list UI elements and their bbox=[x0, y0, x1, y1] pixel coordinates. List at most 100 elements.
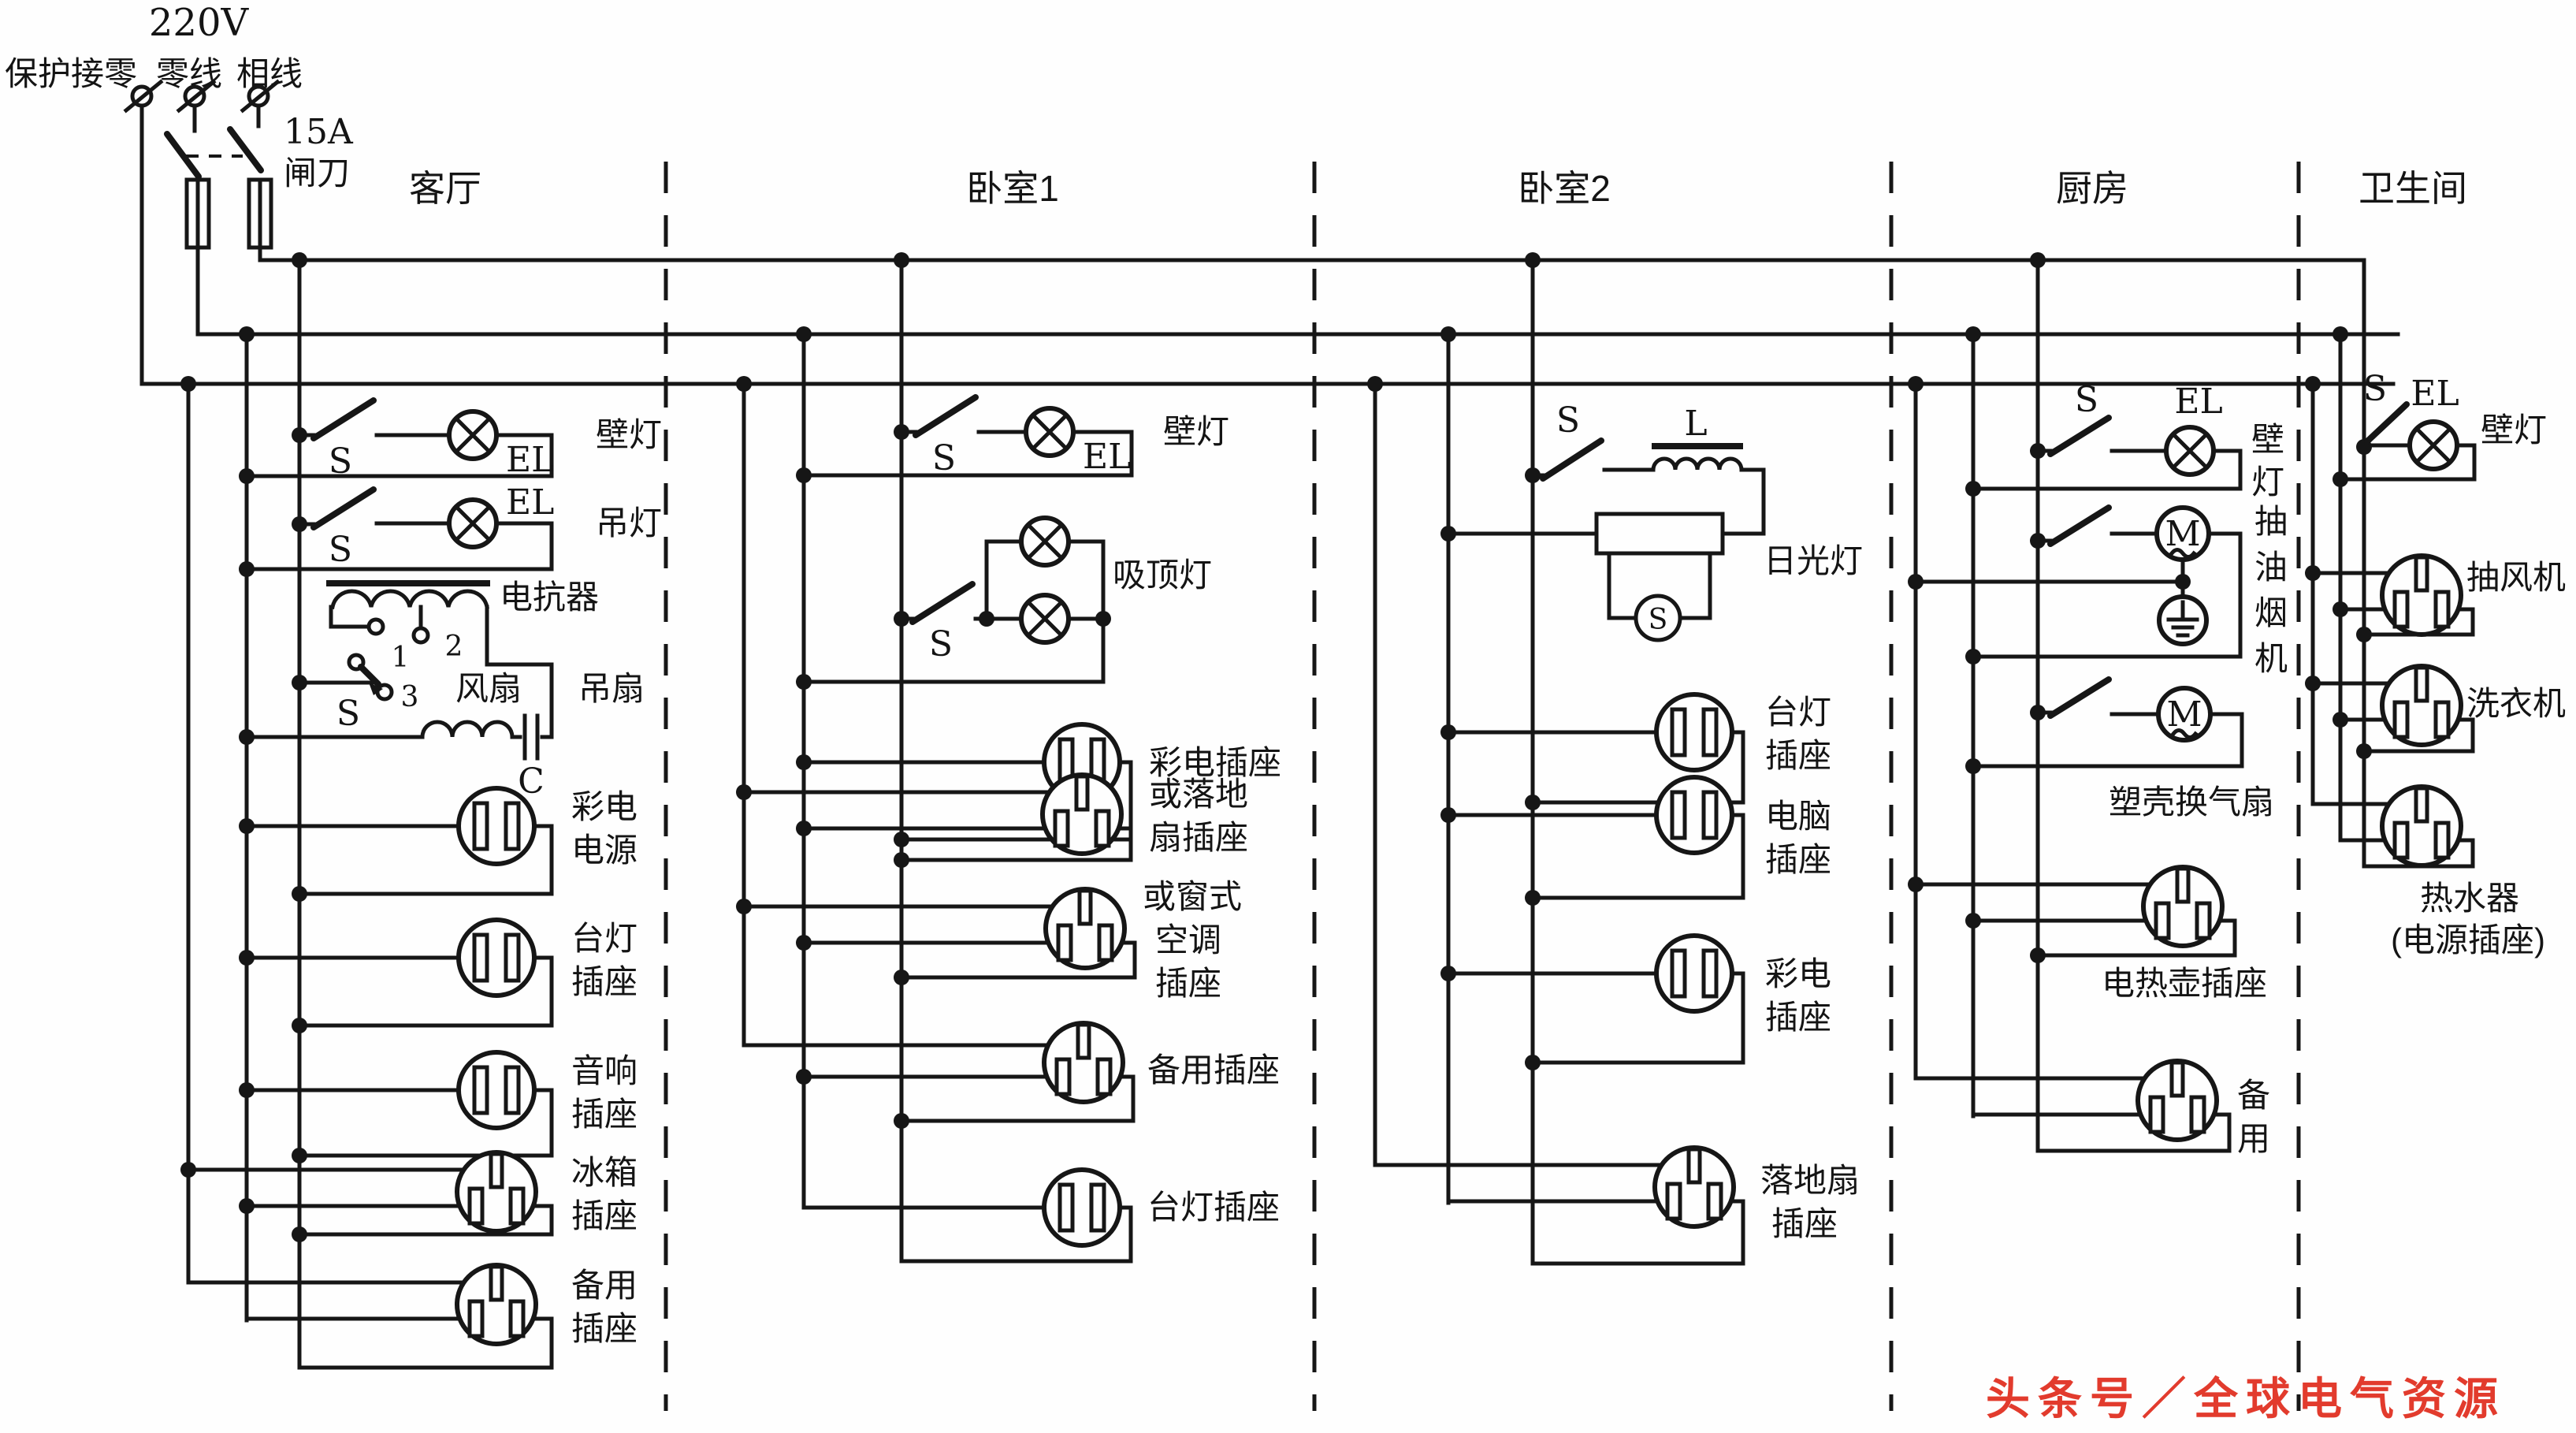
ballast-label: L bbox=[1684, 404, 1707, 444]
label-bedroom1-ac-2: 空调 bbox=[1155, 921, 1221, 958]
label-kitchen-wall-1: 壁 bbox=[2251, 421, 2284, 458]
switch-label: S bbox=[1556, 400, 1580, 441]
socket-bedroom1-floorfan bbox=[1040, 772, 1124, 856]
label-kitchen-hood-2: 油 bbox=[2254, 549, 2288, 586]
label-bedroom1-ceiling-lamp: 吸顶灯 bbox=[1113, 556, 1212, 594]
label-bathroom-washer: 洗衣机 bbox=[2466, 685, 2566, 722]
header-bathroom: 卫生间 bbox=[2359, 168, 2467, 209]
label-kitchen-spare-2: 用 bbox=[2237, 1120, 2270, 1157]
switch-label: S bbox=[329, 441, 352, 482]
label-bedroom1-ac-3: 插座 bbox=[1155, 965, 1221, 1002]
mains-supply bbox=[123, 79, 2400, 869]
sockets-3pin bbox=[455, 553, 2463, 1346]
lamp-bathroom-wall bbox=[2407, 419, 2459, 471]
label-bedroom2-fluorescent: 日光灯 bbox=[1764, 542, 1863, 579]
label-bedroom1-wall-lamp: 壁灯 bbox=[1163, 413, 1229, 450]
lamp-living-wall bbox=[447, 409, 499, 461]
label-bedroom2-desk-2: 插座 bbox=[1765, 737, 1831, 774]
header-living: 客厅 bbox=[409, 168, 481, 209]
socket-bathroom-heater bbox=[2380, 784, 2463, 868]
room-living bbox=[186, 258, 554, 1370]
label-kitchen-hood-4: 机 bbox=[2254, 640, 2288, 677]
label-kitchen-kettle: 电热壶插座 bbox=[2102, 965, 2267, 1002]
label-terminal-phase: 相线 bbox=[236, 55, 303, 92]
socket-bedroom2-tv bbox=[1654, 933, 1734, 1014]
socket-living-spare bbox=[455, 1263, 538, 1346]
label-fuse-rating: 15A bbox=[284, 112, 354, 152]
lamps bbox=[447, 406, 2459, 645]
switch-label: S bbox=[932, 438, 956, 478]
lamp-bedroom1-wall bbox=[1024, 406, 1076, 458]
label-bedroom2-floorfan-1: 落地扇 bbox=[1760, 1162, 1860, 1199]
socket-living-fridge bbox=[455, 1150, 538, 1234]
range-hood-motor bbox=[2154, 505, 2211, 562]
socket-kitchen-kettle bbox=[2141, 865, 2225, 948]
label-knife-switch: 闸刀 bbox=[284, 154, 350, 192]
starter bbox=[1634, 594, 1682, 642]
room-kitchen bbox=[1913, 258, 2244, 1153]
motor-label: M bbox=[2165, 514, 2200, 554]
fan-selector-blade bbox=[358, 664, 381, 687]
label-living-audio-1: 音响 bbox=[571, 1052, 637, 1089]
label-living-pendant-lamp: 吊灯 bbox=[596, 504, 662, 542]
label-bathroom-heater-note: (电源插座) bbox=[2391, 921, 2545, 958]
label-living-spare-2: 插座 bbox=[571, 1310, 637, 1347]
socket-kitchen-spare bbox=[2136, 1059, 2219, 1142]
tap-2: 2 bbox=[445, 631, 463, 663]
label-kitchen-hood-1: 抽 bbox=[2254, 503, 2288, 540]
motor-label: M bbox=[2166, 694, 2202, 735]
tap-3: 3 bbox=[401, 681, 419, 713]
socket-living-desk bbox=[456, 917, 537, 998]
label-living-tv-2: 电源 bbox=[571, 832, 637, 869]
label-living-fan: 风扇 bbox=[455, 670, 522, 707]
label-living-fridge-1: 冰箱 bbox=[571, 1154, 637, 1191]
lamp-label: EL bbox=[506, 482, 554, 523]
header-bedroom1: 卧室1 bbox=[966, 168, 1059, 209]
room-bedroom2 bbox=[1373, 258, 1766, 1266]
label-bedroom2-floorfan-2: 插座 bbox=[1771, 1205, 1838, 1242]
fluorescent-tube bbox=[1594, 512, 1725, 556]
lamp-label: EL bbox=[2411, 374, 2459, 414]
label-bedroom2-computer-2: 插座 bbox=[1765, 841, 1831, 878]
fan-capacitor bbox=[522, 713, 540, 761]
lamp-label: EL bbox=[506, 440, 554, 480]
lamp-label: EL bbox=[1083, 437, 1131, 477]
knife-switch-blades bbox=[164, 126, 264, 180]
socket-bedroom1-desk bbox=[1042, 1167, 1122, 1248]
socket-living-tv bbox=[456, 786, 537, 866]
label-bedroom1-tv: 彩电插座 bbox=[1149, 744, 1281, 781]
vent-fan-motor bbox=[2156, 686, 2213, 743]
label-living-spare-1: 备用 bbox=[571, 1267, 637, 1304]
label-kitchen-spare-1: 备 bbox=[2237, 1077, 2270, 1114]
switch-label: S bbox=[929, 624, 953, 664]
socket-bedroom1-spare bbox=[1042, 1021, 1125, 1104]
label-bathroom-wall-lamp: 壁灯 bbox=[2481, 411, 2547, 449]
socket-living-audio bbox=[456, 1050, 537, 1130]
label-bedroom1-desk: 台灯插座 bbox=[1147, 1189, 1280, 1226]
header-kitchen: 厨房 bbox=[2056, 168, 2128, 209]
socket-bedroom2-desk bbox=[1654, 692, 1734, 772]
header-bedroom2: 卧室2 bbox=[1518, 168, 1611, 209]
lamp-kitchen-wall bbox=[2164, 425, 2216, 477]
label-living-desk-1: 台灯 bbox=[571, 920, 637, 957]
lamp-bedroom1-ceiling-2 bbox=[1019, 593, 1071, 645]
label-living-audio-2: 插座 bbox=[571, 1096, 637, 1133]
lamp-label: EL bbox=[2174, 382, 2222, 422]
watermark: 头条号／全球电气资源 bbox=[1986, 1374, 2506, 1424]
label-bedroom2-tv-2: 插座 bbox=[1765, 999, 1831, 1036]
label-living-fridge-2: 插座 bbox=[571, 1197, 637, 1234]
label-bedroom2-desk-1: 台灯 bbox=[1765, 694, 1831, 731]
sockets-2pin bbox=[456, 692, 1734, 1248]
starter-label: S bbox=[1649, 604, 1668, 636]
switch-label: S bbox=[2363, 369, 2387, 409]
label-kitchen-wall-2: 灯 bbox=[2251, 463, 2284, 501]
lamp-living-pendant bbox=[447, 497, 499, 549]
socket-bedroom2-computer bbox=[1654, 775, 1734, 855]
label-living-tv-1: 彩电 bbox=[571, 788, 637, 825]
label-kitchen-hood-3: 烟 bbox=[2254, 594, 2288, 631]
labels: 220V 保护接零 零线 相线 15A 闸刀 客厅 卧室1 卧室2 厨房 卫生间… bbox=[5, 1, 2566, 1424]
label-living-reactor: 电抗器 bbox=[500, 579, 599, 616]
label-bedroom1-floorfan-2: 扇插座 bbox=[1149, 819, 1248, 856]
room-bathroom bbox=[2310, 332, 2477, 869]
